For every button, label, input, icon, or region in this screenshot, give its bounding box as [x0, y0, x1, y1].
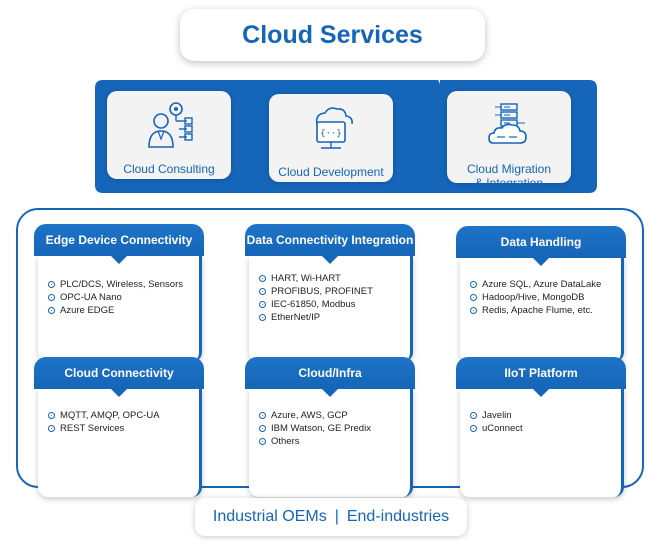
footer-industrial-oems: Industrial OEMs	[212, 508, 327, 525]
panel-title: Data Connectivity Integration	[245, 224, 415, 264]
panel-body: Javelin uConnect	[460, 389, 624, 497]
panel-title: Cloud/Infra	[245, 357, 415, 397]
list-item: OPC-UA Nano	[48, 291, 193, 304]
svg-text:{··}: {··}	[320, 129, 342, 139]
list-item: Hadoop/Hive, MongoDB	[470, 291, 615, 304]
list-item: IBM Watson, GE Predix	[259, 422, 404, 435]
service-card-cloud-migration[interactable]: Cloud Migration & Integration	[447, 91, 571, 190]
panel-title: Edge Device Connectivity	[34, 224, 204, 264]
bullet-icon	[259, 412, 266, 419]
panel-title: Data Handling	[456, 226, 626, 266]
list-item: IEC-61850, Modbus	[259, 298, 404, 311]
list-item: Redis, Apache Flume, etc.	[470, 304, 615, 317]
footer-box: Industrial OEMs | End-industries	[195, 498, 467, 536]
list-item: Azure EDGE	[48, 304, 193, 317]
service-card-cloud-consulting[interactable]: Cloud Consulting	[107, 91, 231, 179]
service-label-line2: & Integration	[474, 176, 544, 190]
panel-data-connectivity-integration: Data Connectivity Integration HART, Wi-H…	[245, 224, 415, 362]
list-item: EtherNet/IP	[259, 311, 404, 324]
bullet-icon	[259, 425, 266, 432]
panel-cloud-infra: Cloud/Infra Azure, AWS, GCP IBM Watson, …	[245, 357, 415, 497]
list-item: PLC/DCS, Wireless, Sensors	[48, 278, 193, 291]
panel-data-handling: Data Handling Azure SQL, Azure DataLake …	[456, 226, 626, 362]
bullet-icon	[259, 314, 266, 321]
panel-body: Azure, AWS, GCP IBM Watson, GE Predix Ot…	[249, 389, 413, 497]
list-item: REST Services	[48, 422, 193, 435]
footer-end-industries: End-industries	[346, 508, 450, 525]
list-item: Others	[259, 435, 404, 448]
list-item: PROFIBUS, PROFINET	[259, 285, 404, 298]
service-card-cloud-development[interactable]: {··} Cloud Development	[269, 94, 393, 182]
bullet-icon	[259, 288, 266, 295]
consultant-icon	[141, 101, 197, 156]
service-label-line1: Cloud Migration	[466, 162, 552, 176]
bullet-icon	[259, 301, 266, 308]
panel-body: HART, Wi-HART PROFIBUS, PROFINET IEC-618…	[249, 256, 413, 362]
panel-iiot-platform: IIoT Platform Javelin uConnect	[456, 357, 626, 497]
server-cloud-icon	[481, 101, 537, 156]
list-item: Azure SQL, Azure DataLake	[470, 278, 615, 291]
panel-body: MQTT, AMQP, OPC-UA REST Services	[38, 389, 202, 497]
bullet-icon	[48, 281, 55, 288]
panel-title: Cloud Connectivity	[34, 357, 204, 397]
footer-separator: |	[334, 508, 339, 525]
list-item: Azure, AWS, GCP	[259, 409, 404, 422]
bullet-icon	[48, 307, 55, 314]
bullet-icon	[470, 425, 477, 432]
bullet-icon	[259, 275, 266, 282]
panel-cloud-connectivity: Cloud Connectivity MQTT, AMQP, OPC-UA RE…	[34, 357, 204, 497]
page-title: Cloud Services	[242, 20, 423, 49]
bullet-icon	[470, 281, 477, 288]
title-box: Cloud Services	[180, 9, 485, 61]
bullet-icon	[470, 412, 477, 419]
bullet-icon	[259, 438, 266, 445]
services-band: Cloud Consulting {··} Cloud Development	[95, 80, 597, 193]
list-item: uConnect	[470, 422, 615, 435]
service-label: Cloud Migration & Integration	[467, 162, 551, 190]
bullet-icon	[48, 294, 55, 301]
panel-body: PLC/DCS, Wireless, Sensors OPC-UA Nano A…	[38, 256, 202, 362]
list-item: MQTT, AMQP, OPC-UA	[48, 409, 193, 422]
list-item: HART, Wi-HART	[259, 272, 404, 285]
panel-title: IIoT Platform	[456, 357, 626, 397]
list-item: Javelin	[470, 409, 615, 422]
bullet-icon	[470, 294, 477, 301]
panel-edge-device-connectivity: Edge Device Connectivity PLC/DCS, Wirele…	[34, 224, 204, 362]
bullet-icon	[48, 412, 55, 419]
cloud-code-icon: {··}	[303, 104, 359, 159]
service-label: Cloud Consulting	[123, 162, 215, 176]
bullet-icon	[48, 425, 55, 432]
service-label: Cloud Development	[278, 165, 384, 179]
bullet-icon	[470, 307, 477, 314]
panel-body: Azure SQL, Azure DataLake Hadoop/Hive, M…	[460, 258, 624, 362]
